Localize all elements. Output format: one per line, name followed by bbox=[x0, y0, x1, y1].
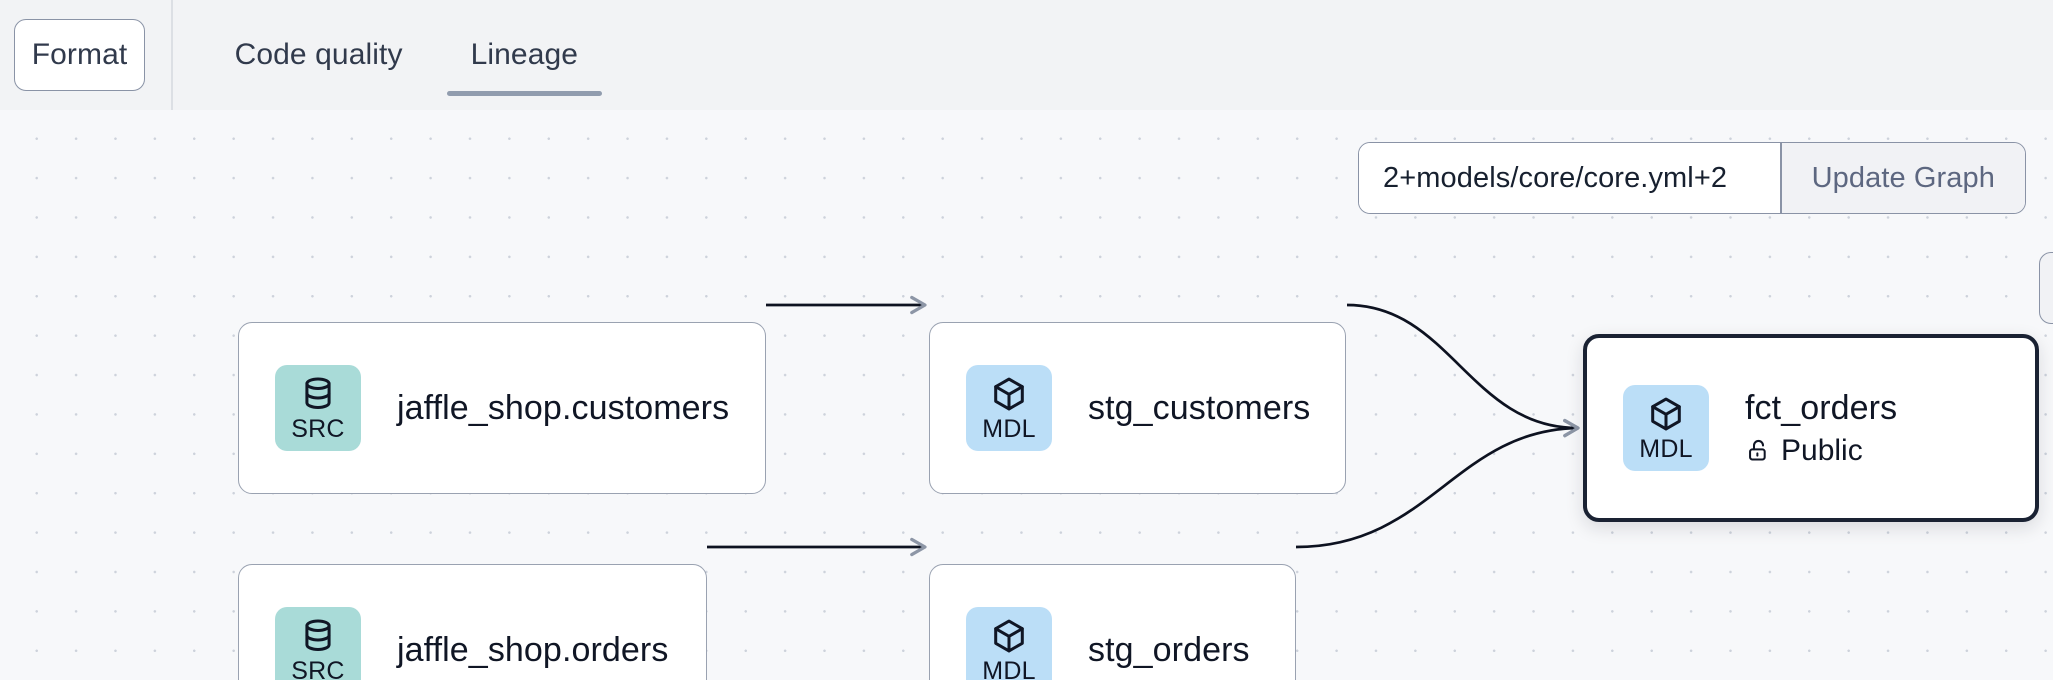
cube-icon bbox=[1651, 397, 1681, 430]
cube-icon bbox=[994, 377, 1024, 410]
node-badge-label: SRC bbox=[291, 414, 345, 443]
node-stg-orders[interactable]: MDL stg_orders bbox=[929, 564, 1296, 680]
node-title: stg_orders bbox=[1088, 630, 1250, 669]
node-content: fct_orders Public bbox=[1745, 389, 1897, 468]
edge-stg-orders-to-fct-orders bbox=[1295, 419, 1580, 549]
node-fct-orders[interactable]: MDL fct_orders Public bbox=[1583, 334, 2039, 522]
node-visibility-label: Public bbox=[1781, 433, 1863, 467]
node-badge-mdl: MDL bbox=[1623, 385, 1709, 471]
node-title: stg_customers bbox=[1088, 388, 1311, 427]
node-content: stg_customers bbox=[1088, 389, 1310, 428]
lineage-canvas[interactable]: SRC jaffle_shop.customers SRC jaffle_sho… bbox=[0, 110, 2053, 680]
node-badge-label: MDL bbox=[982, 414, 1036, 443]
toolbar-divider bbox=[171, 0, 173, 110]
toolbar: Format Code quality Lineage bbox=[0, 0, 2053, 110]
edge-stg-customers-to-fct-orders bbox=[1346, 303, 1580, 438]
graph-selector-group: Update Graph bbox=[1358, 142, 2026, 214]
graph-selector-input[interactable] bbox=[1359, 143, 1780, 213]
node-stg-customers[interactable]: MDL stg_customers bbox=[929, 322, 1346, 494]
node-content: jaffle_shop.orders bbox=[397, 631, 668, 670]
node-badge-label: MDL bbox=[982, 656, 1036, 680]
node-title: jaffle_shop.customers bbox=[397, 388, 730, 427]
node-visibility: Public bbox=[1745, 434, 1897, 468]
update-graph-button[interactable]: Update Graph bbox=[1781, 143, 2025, 213]
node-content: jaffle_shop.customers bbox=[397, 389, 729, 428]
node-badge-mdl: MDL bbox=[966, 607, 1052, 680]
node-title: jaffle_shop.orders bbox=[397, 630, 669, 669]
cube-icon bbox=[994, 619, 1024, 652]
node-badge-src: SRC bbox=[275, 607, 361, 680]
node-jaffle-shop-orders[interactable]: SRC jaffle_shop.orders bbox=[238, 564, 707, 680]
database-icon bbox=[305, 618, 331, 651]
tab-code-quality[interactable]: Code quality bbox=[234, 38, 403, 71]
node-badge-mdl: MDL bbox=[966, 365, 1052, 451]
tab-lineage[interactable]: Lineage bbox=[437, 0, 612, 110]
unlock-icon bbox=[1749, 439, 1766, 461]
control-divider bbox=[1780, 143, 1782, 213]
graph-extra-control-clipped[interactable] bbox=[2039, 252, 2053, 324]
node-badge-label: MDL bbox=[1639, 434, 1693, 463]
tab-bar: Code quality Lineage bbox=[201, 0, 612, 110]
node-jaffle-shop-customers[interactable]: SRC jaffle_shop.customers bbox=[238, 322, 766, 494]
lineage-edges bbox=[707, 295, 1580, 557]
format-button[interactable]: Format bbox=[14, 19, 145, 91]
node-badge-src: SRC bbox=[275, 365, 361, 451]
database-icon bbox=[305, 376, 331, 409]
node-title: fct_orders bbox=[1745, 388, 1898, 427]
node-badge-label: SRC bbox=[291, 656, 345, 680]
node-content: stg_orders bbox=[1088, 631, 1250, 670]
